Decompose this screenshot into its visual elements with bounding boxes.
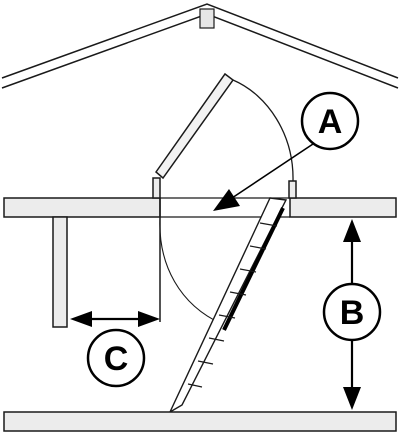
floor-joist [3, 197, 397, 218]
label-a-callout: A [300, 91, 360, 151]
roof-vent [199, 8, 215, 29]
ladder-rung [239, 268, 257, 273]
door-swing-arc [232, 79, 294, 182]
ladder-rung [229, 291, 247, 296]
label-b: B [340, 294, 365, 332]
dimension-c-arrow-left [70, 311, 92, 327]
pointer-a-arrowhead [213, 189, 240, 211]
floor-plank-left [3, 197, 161, 218]
door-panel-board [154, 72, 235, 180]
ground-floor-plank [3, 411, 397, 432]
label-c-circle [86, 328, 146, 388]
pointer-a [213, 141, 317, 211]
roof [1, 3, 399, 89]
floor-plank-right [289, 197, 397, 218]
label-a-circle [300, 91, 360, 151]
label-b-callout: B [322, 282, 382, 342]
label-c-callout: C [86, 328, 146, 388]
ladder-rung [187, 383, 203, 388]
ladder-rung [218, 314, 236, 319]
label-b-circle [322, 282, 382, 342]
door-panel [154, 72, 235, 180]
ladder [168, 197, 288, 414]
dimension-b-arrow-down [343, 387, 361, 410]
ladder-rung [208, 337, 225, 342]
hatch-right-post [288, 180, 297, 199]
ladder-swing-arc [159, 217, 223, 325]
label-a: A [318, 103, 343, 141]
ladder-rung [259, 222, 278, 227]
ground-floor [3, 411, 397, 432]
label-c: C [104, 340, 129, 378]
hatch-left-post [152, 177, 161, 199]
ladder-rail [222, 207, 285, 331]
roof-outer-line [1, 3, 399, 79]
ladder-body [168, 197, 288, 414]
wall-post [52, 216, 68, 328]
ladder-rung [197, 360, 214, 365]
wall-post-board [52, 216, 68, 328]
ladder-rung [249, 245, 267, 250]
ladder-rungs [187, 222, 278, 388]
swing-arcs [159, 79, 294, 325]
pointer-a-line [231, 141, 317, 199]
dimension-b-arrow-up [343, 219, 361, 242]
dimension-c-arrow-right [138, 311, 160, 327]
dimension-c [70, 311, 160, 327]
